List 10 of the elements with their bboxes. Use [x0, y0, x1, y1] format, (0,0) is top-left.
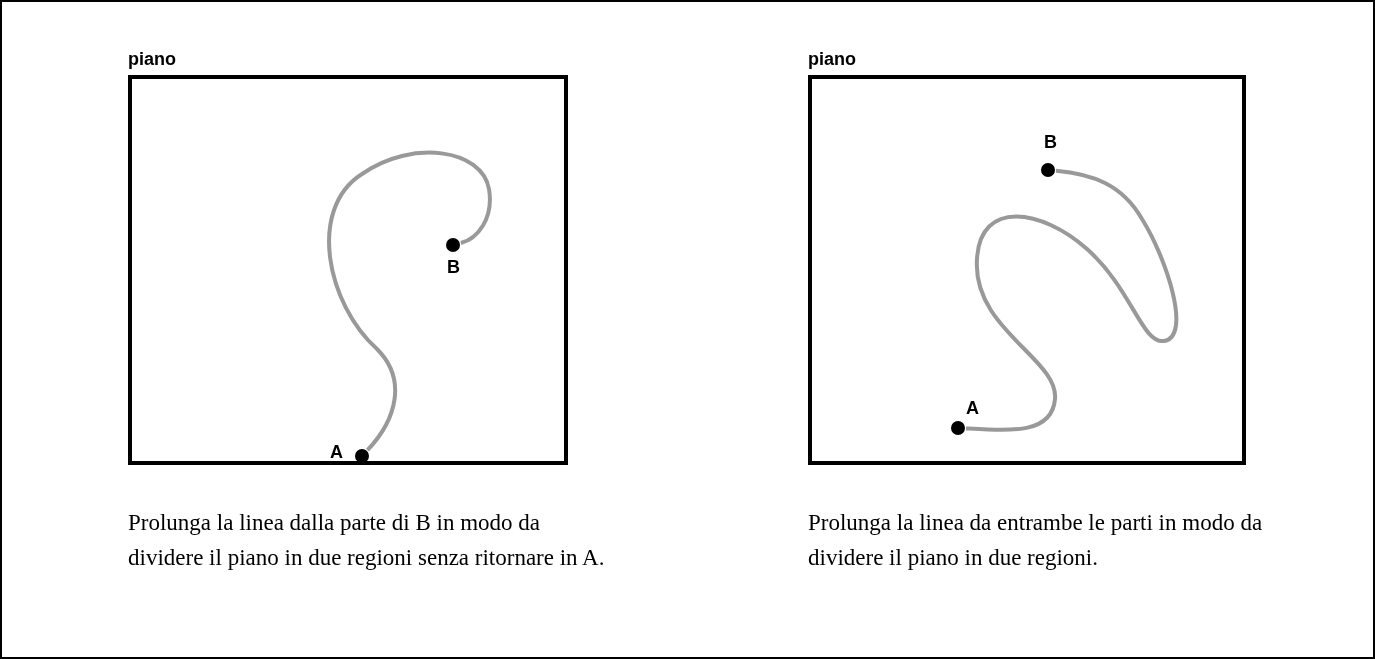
point-label: B [447, 257, 460, 277]
point-label: B [1044, 132, 1057, 152]
plane-label: piano [128, 49, 176, 70]
point-label: A [330, 442, 343, 462]
instruction-text: Prolunga la linea da entrambe le parti in modo da dividere il piano in due regioni. [808, 509, 1264, 572]
curved-line [965, 168, 1179, 432]
plane-label: piano [808, 49, 856, 70]
curved-line [327, 150, 492, 452]
point-label: A [966, 398, 979, 418]
instruction-text: Prolunga la linea dalla parte di B in modo da dividere il piano in due regioni senza ritornare in A. [128, 509, 606, 572]
